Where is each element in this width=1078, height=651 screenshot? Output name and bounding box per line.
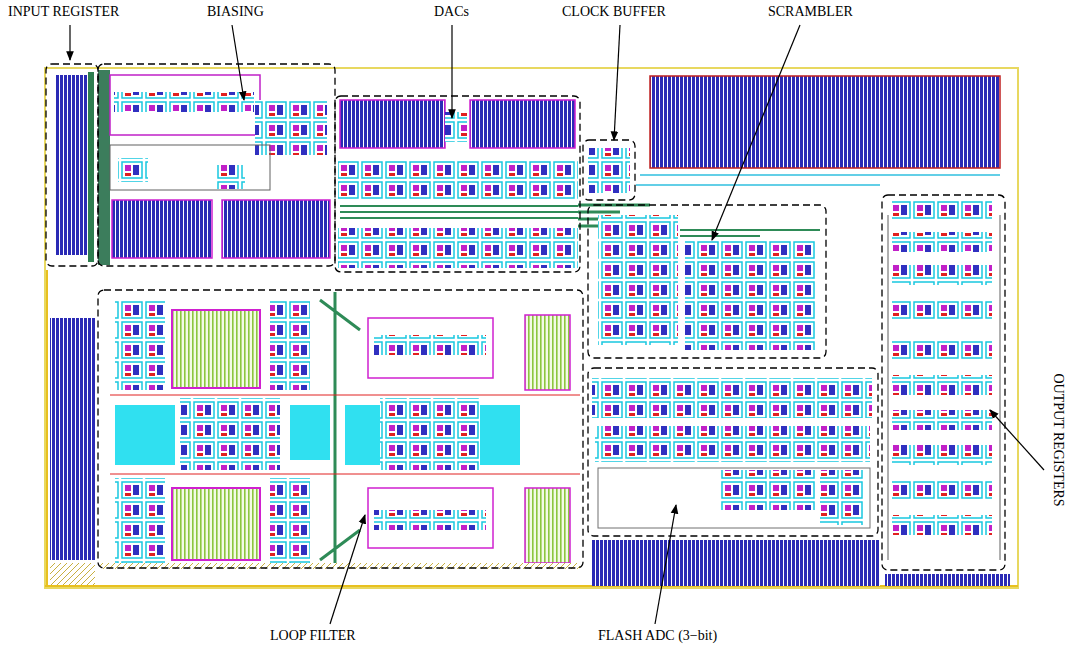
chip-outline — [45, 68, 1018, 588]
switch-cells — [270, 300, 310, 390]
register-cells — [892, 515, 992, 535]
register-cells — [892, 480, 992, 500]
register-cells — [892, 410, 992, 430]
capacitor — [525, 488, 570, 563]
register-cells — [55, 75, 87, 255]
leader-arrow — [69, 25, 70, 60]
metal-bus — [98, 70, 110, 265]
register-cells — [892, 232, 992, 252]
region-outline — [335, 96, 580, 272]
transistor-row — [114, 92, 254, 112]
capacitor-array — [112, 200, 212, 258]
opamp-device — [115, 405, 175, 465]
region-outline — [46, 64, 98, 266]
register-cells — [892, 265, 992, 285]
leader-arrow — [712, 25, 800, 240]
supply-rail — [46, 270, 48, 586]
capacitor — [172, 310, 260, 388]
transistor-row — [445, 112, 467, 142]
switch-cells — [115, 478, 165, 568]
region-outline — [583, 140, 635, 200]
capacitor-bank — [368, 488, 493, 548]
logic-block — [598, 468, 870, 528]
switch-cells — [374, 510, 486, 530]
dac-cells — [338, 228, 578, 268]
scrambler-cells — [685, 240, 815, 350]
capacitor-array — [222, 200, 330, 258]
callout-label: CLOCK BUFFER — [560, 4, 668, 20]
region-outline — [588, 205, 826, 358]
bias-block — [110, 145, 270, 190]
opamp-device — [290, 405, 330, 460]
buffer-cells — [588, 148, 630, 193]
metal-wire — [320, 292, 360, 566]
region-outline — [98, 290, 583, 568]
leader-arrow — [655, 505, 676, 624]
register-cells — [892, 445, 992, 465]
register-cells — [892, 375, 992, 395]
callout-label: SCRAMBLER — [766, 4, 855, 20]
switch-cells — [115, 300, 165, 390]
capacitor — [172, 488, 260, 560]
callout-label: LOOP FILTER — [268, 628, 358, 644]
region-outline — [588, 368, 878, 536]
opamp-device — [345, 405, 380, 465]
metal-bus — [88, 72, 94, 262]
callout-label: OUTPUT REGISTERS — [1050, 371, 1066, 508]
region-outline — [882, 195, 1005, 570]
capacitor-array — [885, 574, 1010, 586]
comparator-row — [592, 378, 872, 418]
logic-cells — [820, 470, 865, 525]
leader-arrow — [451, 25, 452, 118]
bias-block — [110, 75, 260, 135]
register-cells — [892, 200, 992, 220]
hatched-area — [50, 563, 95, 585]
opamp-cells — [380, 398, 480, 470]
metal-wire — [680, 230, 820, 236]
capacitor-bank — [368, 318, 493, 378]
register-cells — [892, 340, 992, 360]
metal-wire — [110, 395, 580, 474]
callout-label: DACs — [432, 4, 471, 20]
metal-wire — [636, 175, 1000, 185]
leader-arrow — [614, 25, 620, 140]
logic-cells — [720, 470, 815, 510]
transistor-row — [118, 158, 148, 182]
callout-label: INPUT REGISTER — [6, 4, 121, 20]
dac-array — [470, 100, 575, 148]
metal-wire — [340, 206, 578, 218]
capacitor-array — [650, 76, 1000, 168]
capacitor-array — [592, 540, 880, 586]
transistor-row — [255, 100, 327, 155]
capacitor — [525, 315, 570, 390]
leader-arrow — [990, 410, 1044, 470]
dac-cells — [338, 160, 578, 200]
opamp-device — [480, 405, 520, 465]
leader-arrow — [232, 25, 244, 100]
dac-array — [340, 100, 445, 148]
metal-wire — [888, 215, 1000, 560]
leader-arrow — [330, 515, 365, 624]
region-outline — [98, 64, 335, 266]
transistor-row — [215, 165, 245, 189]
capacitor-array — [50, 318, 95, 560]
comparator-row — [595, 426, 870, 462]
scrambler-cells — [598, 215, 678, 345]
opamp-cells — [180, 398, 280, 470]
callout-label: BIASING — [205, 4, 266, 20]
switch-cells — [374, 335, 486, 355]
switch-cells — [270, 478, 310, 568]
register-cells — [892, 300, 992, 320]
callout-label: FLASH ADC (3−bit) — [596, 628, 719, 644]
